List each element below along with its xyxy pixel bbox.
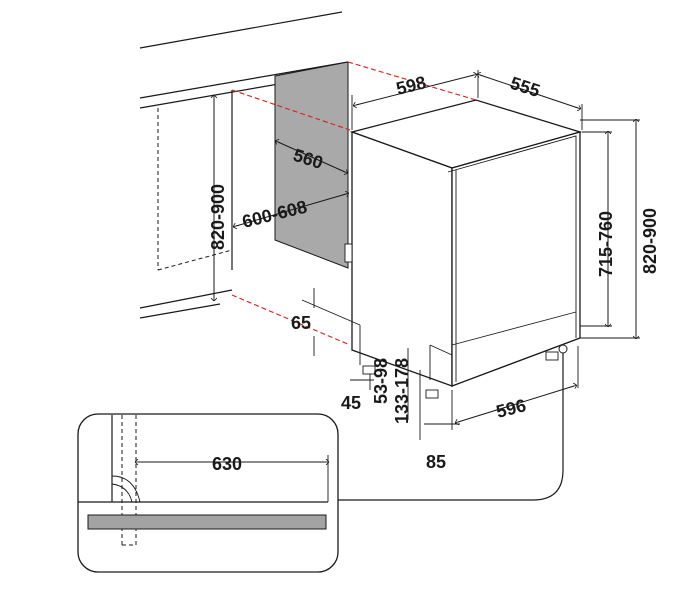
worktop-strip (87, 514, 327, 530)
right-dimension-lines (580, 120, 640, 338)
dim-45: 45 (341, 393, 361, 413)
dishwasher-body (344, 99, 583, 387)
dim-555: 555 (508, 73, 543, 101)
dim-65: 65 (291, 313, 311, 333)
dim-133-178: 133-178 (392, 358, 412, 424)
dim-820-900-left: 820-900 (208, 184, 228, 250)
bottom-dimension-lines (451, 346, 579, 430)
dim-820-900-right: 820-900 (640, 208, 660, 274)
niche-dimension-lines (214, 98, 346, 298)
dim-85: 85 (426, 452, 446, 472)
dim-715-760: 715-760 (596, 211, 616, 277)
detail-inset (77, 413, 339, 573)
dim-598: 598 (394, 72, 428, 99)
plinth-dimension-lines (301, 288, 460, 440)
dim-630: 630 (212, 454, 242, 474)
dim-596: 596 (494, 395, 528, 422)
dim-53-98: 53-98 (371, 358, 391, 404)
top-dimension-lines (351, 70, 583, 130)
detail-connector-line (338, 353, 564, 501)
